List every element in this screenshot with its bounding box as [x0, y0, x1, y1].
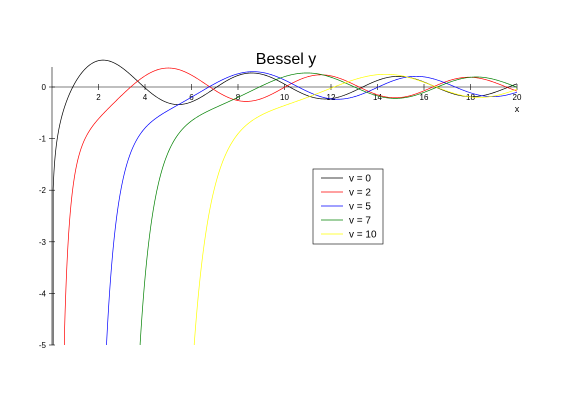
y-tick-label: -3: [39, 238, 47, 247]
x-tick-label: 12: [327, 93, 336, 102]
chart-title: Bessel y: [256, 51, 316, 68]
y-tick-label: -2: [39, 186, 47, 195]
y-tick-label: -5: [39, 341, 47, 350]
x-tick-label: 18: [466, 93, 475, 102]
x-tick-label: 4: [143, 93, 148, 102]
y-tick-label: -4: [39, 289, 47, 298]
legend-box: [312, 168, 384, 245]
x-axis-label: x: [515, 104, 520, 114]
legend-label: v = 7: [349, 216, 371, 227]
x-tick-label: 16: [420, 93, 429, 102]
x-tick-label: 2: [96, 93, 101, 102]
legend-label: v = 5: [349, 202, 371, 213]
x-tick-label: 6: [189, 93, 194, 102]
y-tick-label: -1: [39, 135, 47, 144]
y-tick-label: 0: [42, 83, 47, 92]
series-line-v5: [106, 71, 518, 345]
series-line-v7: [139, 72, 518, 345]
legend-label: v = 2: [349, 188, 371, 199]
x-tick-label: 14: [373, 93, 382, 102]
legend-label: v = 10: [349, 230, 377, 241]
legend-label: v = 0: [349, 174, 371, 185]
x-tick-label: 10: [280, 93, 289, 102]
x-tick-label: 20: [513, 93, 522, 102]
series-line-v2: [64, 67, 518, 345]
series-line-v10: [193, 73, 518, 345]
legend: v = 0 v = 2 v = 5 v = 7 v = 10: [312, 168, 384, 245]
series-lines: [52, 59, 518, 345]
series-line-v0: [52, 59, 518, 345]
